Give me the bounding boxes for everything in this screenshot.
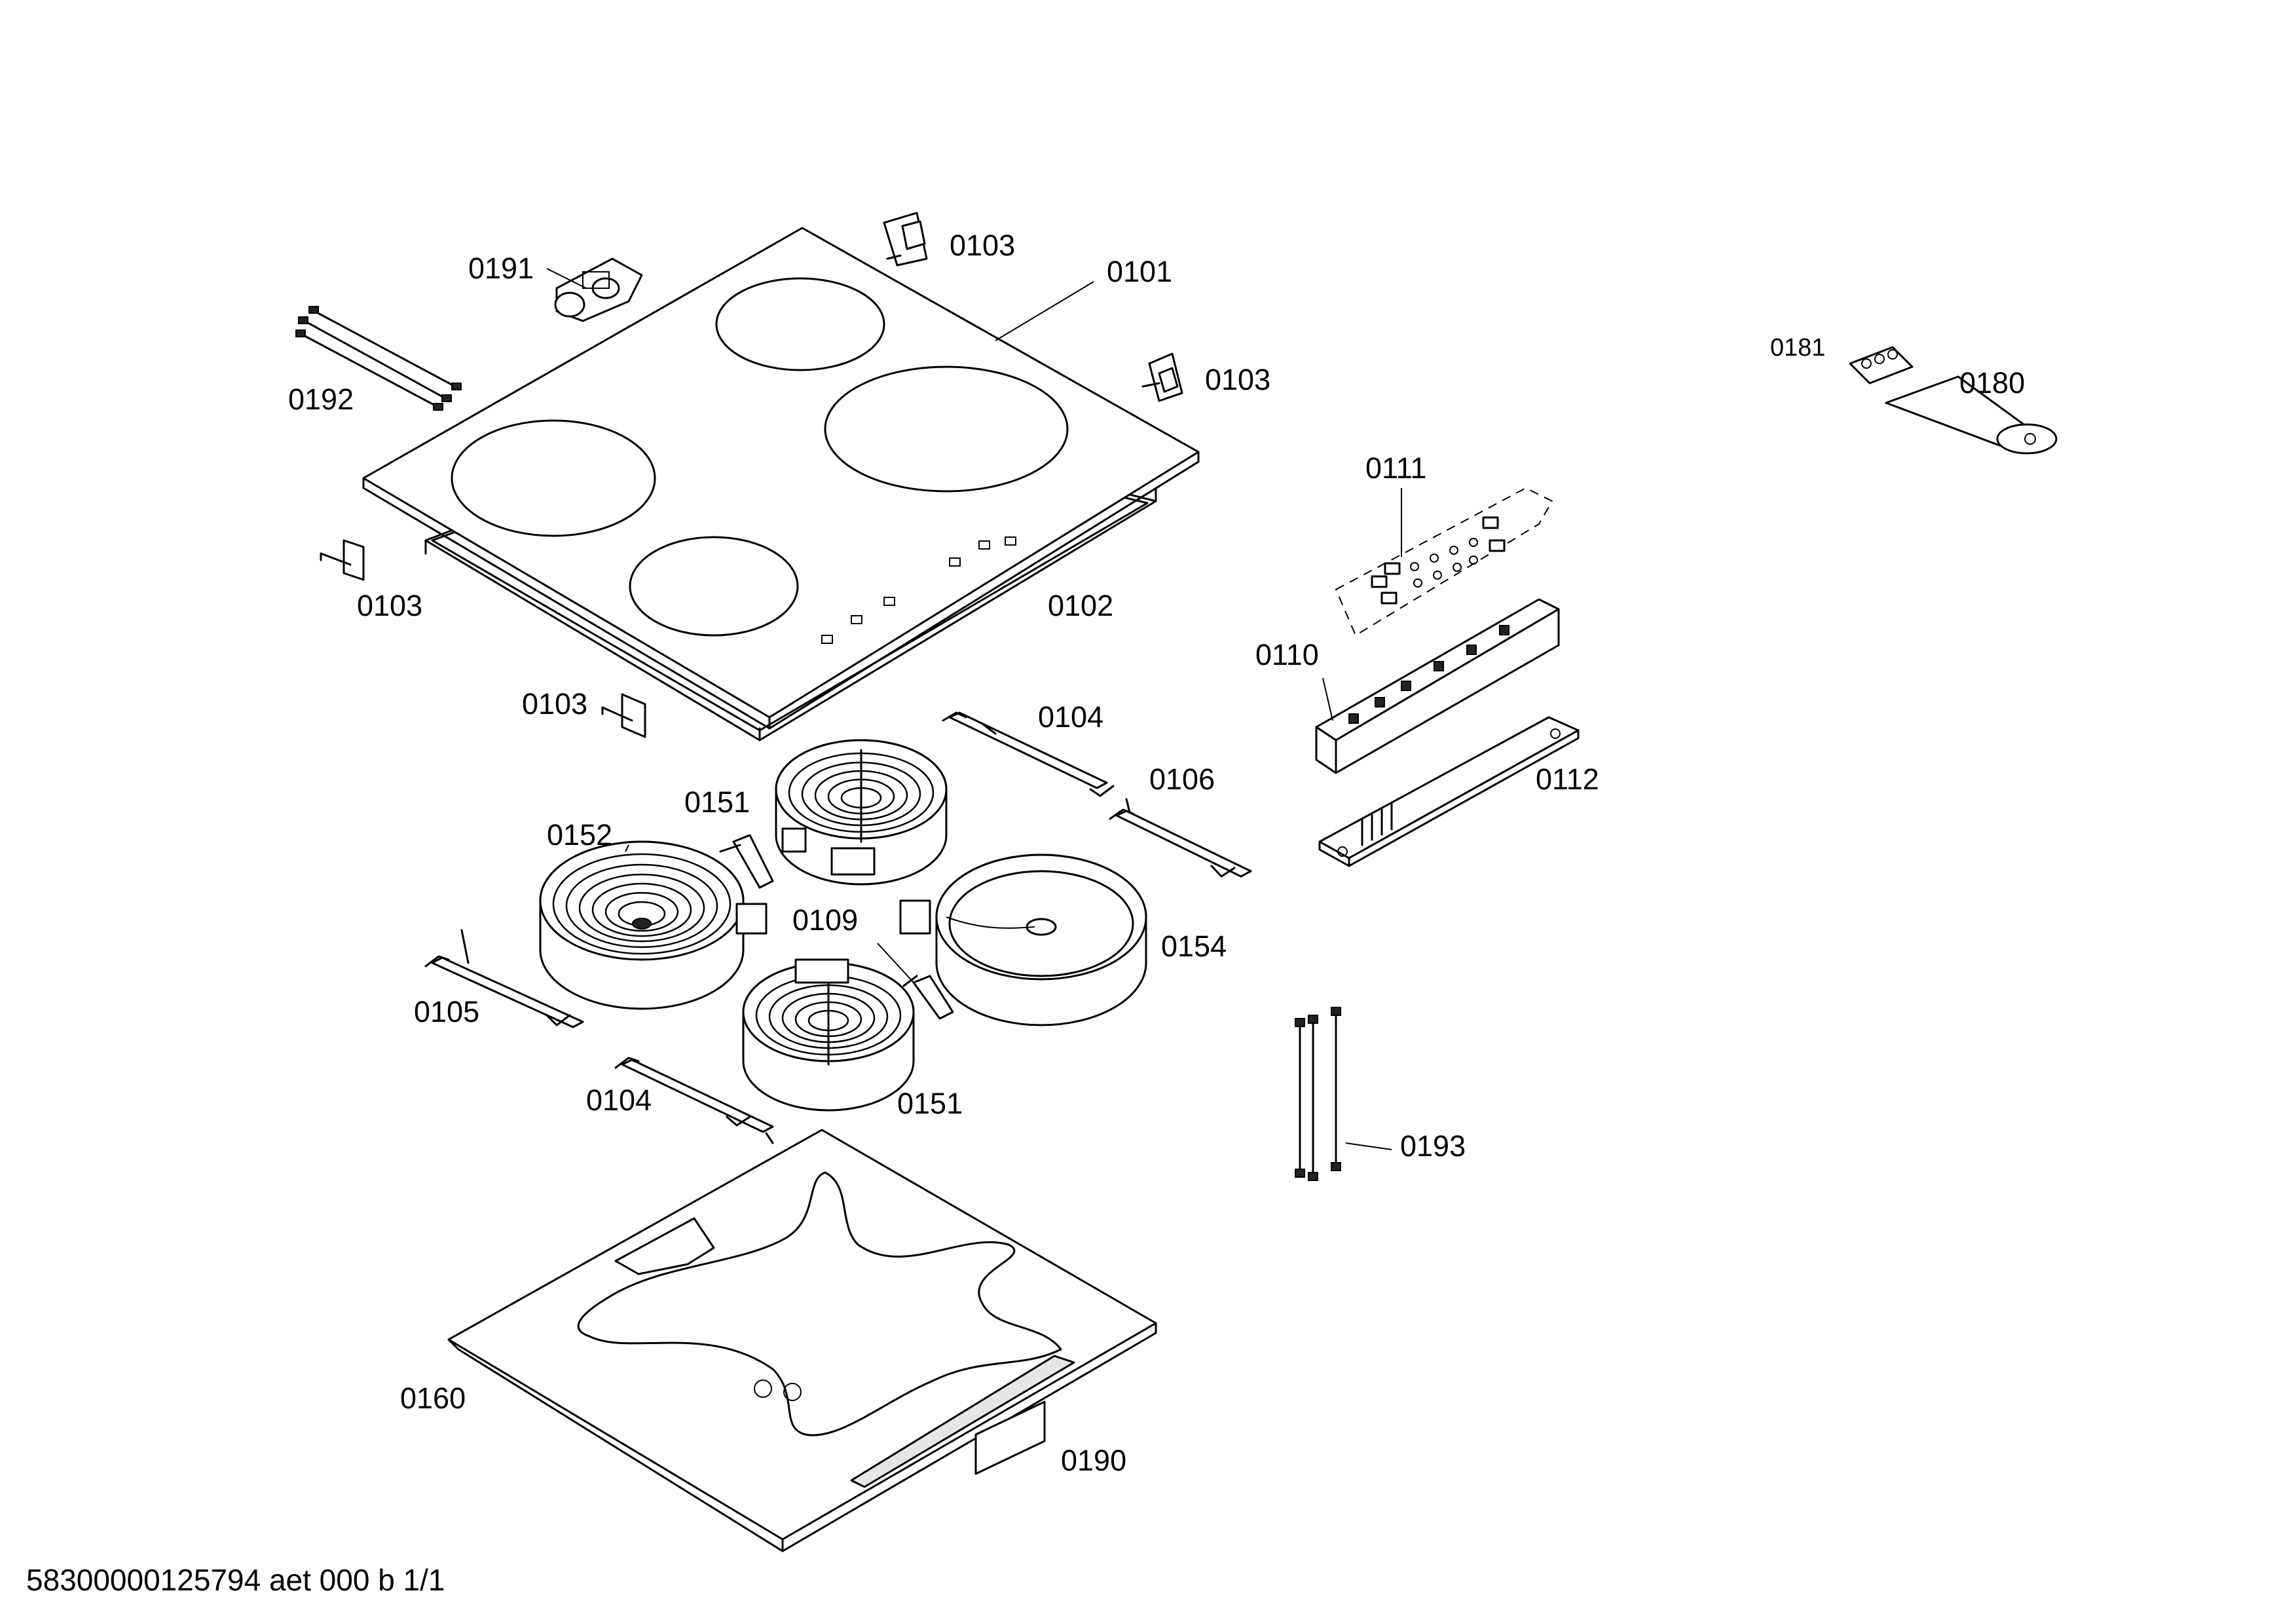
part-0193-cables	[1295, 1007, 1341, 1181]
label-0103-front: 0103	[522, 687, 587, 721]
part-0103-clip-right	[1141, 352, 1183, 402]
label-0103-left: 0103	[357, 589, 422, 622]
label-0105: 0105	[414, 995, 479, 1028]
part-0111-keypad	[1335, 487, 1553, 637]
leader-0193	[1345, 1142, 1392, 1150]
part-0180-scraper	[1885, 375, 2058, 455]
label-0193: 0193	[1400, 1129, 1466, 1163]
label-0101: 0101	[1107, 255, 1172, 288]
label-0152: 0152	[547, 818, 612, 852]
label-0106: 0106	[1149, 762, 1215, 796]
part-0191-connection-box	[546, 257, 643, 322]
cooking-zone-front-left	[451, 419, 656, 537]
label-0151-upper: 0151	[684, 785, 750, 819]
label-0102: 0102	[1048, 589, 1113, 622]
part-0112-electronics-housing	[1318, 716, 1580, 867]
part-0109-temperature-limiter	[719, 834, 954, 1020]
label-0181: 0181	[1770, 334, 1826, 362]
part-0103-clip-front	[601, 693, 646, 738]
label-0111: 0111	[1365, 451, 1426, 485]
label-0112: 0112	[1536, 762, 1599, 796]
cooking-zone-rear-right	[824, 366, 1069, 493]
label-0190: 0190	[1061, 1444, 1126, 1477]
part-0152-heating-element-large	[539, 840, 768, 1010]
leader-0110	[1322, 677, 1333, 721]
leader-0109	[877, 943, 914, 983]
label-0180: 0180	[1959, 366, 2025, 400]
label-0104-lower: 0104	[586, 1083, 652, 1117]
label-0103-top: 0103	[950, 229, 1015, 262]
part-0104-bracket-upper	[942, 711, 1115, 797]
part-0160-bottom-tray	[447, 1129, 1157, 1552]
label-0103-right: 0103	[1205, 363, 1270, 396]
part-0154-heating-element-radiant	[899, 854, 1147, 1026]
part-0110-control-board	[1315, 598, 1560, 774]
part-0151-heating-element-lower	[742, 958, 915, 1112]
label-0110: 0110	[1255, 638, 1319, 671]
label-0109: 0109	[792, 903, 858, 937]
part-0192-cables	[295, 306, 462, 411]
leader-0101	[995, 281, 1094, 341]
part-0190-rating-plate	[974, 1400, 1046, 1475]
label-0160: 0160	[400, 1381, 466, 1415]
part-0101-glass-ceramic-top	[362, 227, 1200, 730]
label-0192: 0192	[288, 383, 354, 416]
part-0103-clip-left	[320, 539, 365, 581]
label-0154: 0154	[1161, 929, 1227, 963]
zone-symbols	[821, 536, 1016, 644]
leader-0152	[625, 844, 629, 852]
part-0181-scraper-blades	[1849, 346, 1914, 385]
part-0151-heating-element-upper	[775, 739, 948, 886]
label-0151-lower: 0151	[897, 1087, 963, 1120]
document-id: 58300000125794 aet 000 b 1/1	[26, 1563, 445, 1597]
part-0103-clip-top	[883, 212, 928, 267]
label-0104-upper: 0104	[1038, 700, 1103, 734]
part-0104-bracket-lower	[614, 1057, 774, 1144]
label-0191: 0191	[468, 252, 534, 285]
cooking-zone-front-right	[629, 536, 799, 637]
part-0106-bracket	[1109, 798, 1252, 878]
part-0105-bracket	[424, 929, 584, 1028]
cooking-zone-rear-left	[715, 277, 885, 371]
